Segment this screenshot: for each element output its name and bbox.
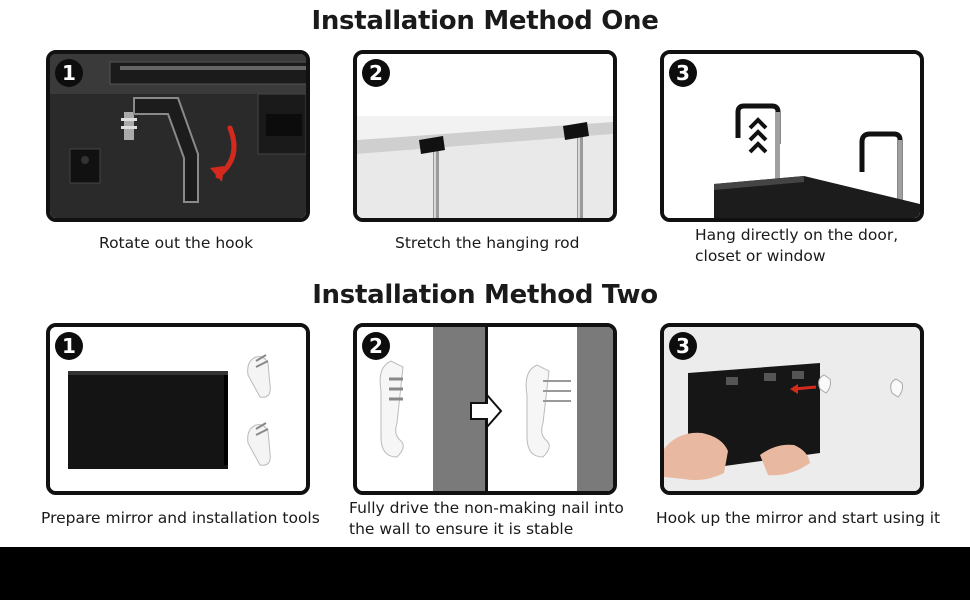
hang-on-door-illustration (664, 54, 920, 218)
method-two-title: Installation Method Two (312, 280, 658, 310)
method-one-step-2-caption: Stretch the hanging rod (395, 234, 580, 252)
mirror-and-tools-illustration (50, 327, 306, 491)
method-two-step-3-panel: 3 (660, 323, 924, 495)
step-number-badge: 2 (362, 332, 390, 360)
method-two-step-3-caption: Hook up the mirror and start using it (656, 509, 941, 527)
method-two-step-2-caption: Fully drive the non-making nail into the… (349, 499, 624, 538)
method-one-step-2-panel: 2 (353, 50, 617, 222)
method-one-step-1-caption: Rotate out the hook (99, 234, 254, 252)
stretch-rod-illustration (357, 54, 613, 218)
rotate-hook-illustration (50, 54, 306, 218)
bottom-bar (0, 547, 970, 600)
method-one-step-3-panel: 3 (660, 50, 924, 222)
step-number-badge: 3 (669, 59, 697, 87)
step-number-badge: 2 (362, 59, 390, 87)
method-two-step-1-panel: 1 (46, 323, 310, 495)
method-one-title: Installation Method One (311, 6, 659, 36)
drive-nail-illustration (357, 327, 613, 491)
step-number-badge: 3 (669, 332, 697, 360)
step-number-badge: 1 (55, 59, 83, 87)
method-one-step-3-caption: Hang directly on the door, closet or win… (695, 226, 899, 265)
step-number-badge: 1 (55, 332, 83, 360)
hang-on-wall-illustration (664, 327, 920, 491)
method-two-step-1-caption: Prepare mirror and installation tools (41, 509, 320, 527)
method-one-step-1-panel: 1 (46, 50, 310, 222)
method-two-step-2-panel: 2 (353, 323, 617, 495)
